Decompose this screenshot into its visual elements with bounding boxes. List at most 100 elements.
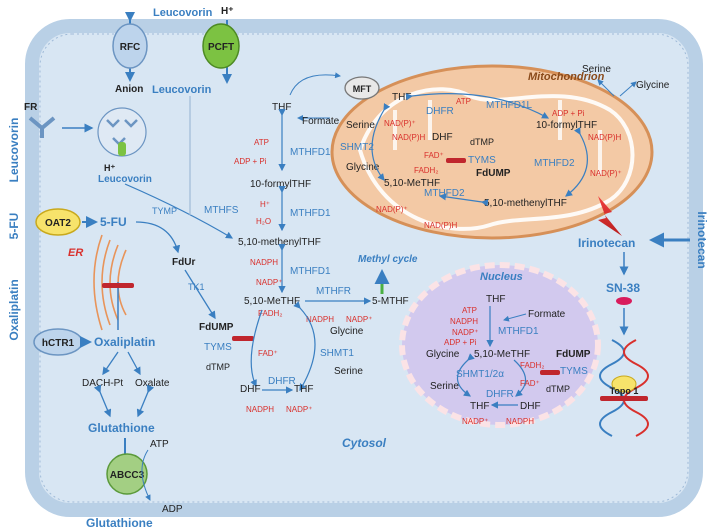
nuc-shmt-arrow	[456, 353, 475, 397]
leucovorin-to-methenyl-arrow	[124, 183, 234, 239]
anion-label: Anion	[115, 84, 143, 95]
mito-nadph3: NAD(P)H	[424, 221, 458, 230]
nuc-glycine: Glycine	[426, 349, 460, 360]
cyt-fadh2: FADH₂	[258, 309, 282, 318]
cyt-serine: Serine	[334, 366, 363, 377]
mft-transporter[interactable]	[344, 76, 380, 100]
mito-methenylthf: 5,10-methenylTHF	[484, 198, 567, 209]
mito-methf: 5,10-MeTHF	[384, 178, 440, 189]
mito-glycine-out-arrow	[619, 81, 637, 97]
cyt-nadph2: NADPH	[306, 315, 334, 324]
mft-arrow	[289, 72, 341, 96]
mito-formyl-methenyl-arrow	[565, 127, 588, 197]
nuc-fad: FAD⁺	[520, 379, 540, 388]
leucovorin-side-label: Leucovorin	[7, 118, 21, 183]
mito-shmt2-arrow	[371, 103, 391, 181]
mito-methenyl-methf-arrow	[438, 193, 489, 207]
mito-mthfd2b: MTHFD2	[534, 158, 575, 169]
mito-atp: ATP	[456, 97, 471, 106]
mito-shmt2: SHMT2	[340, 142, 374, 153]
abcc3-label: ABCC3	[110, 470, 145, 481]
cytosol-label: Cytosol	[342, 436, 387, 450]
cyt-nadph3: NADPH	[246, 405, 274, 414]
cyt-thf: THF	[272, 102, 291, 113]
cyt-methf: 5,10-MeTHF	[244, 296, 300, 307]
abcc3-adp-label: ADP	[162, 504, 183, 515]
abcc3-transporter[interactable]	[106, 453, 148, 495]
nuc-mthfd1: MTHFD1	[498, 326, 539, 337]
mito-fad: FAD⁺	[424, 151, 444, 160]
cyt-dhf: DHF	[240, 384, 261, 395]
dna-helix-icon	[599, 339, 649, 437]
mito-glycine-out: Glycine	[636, 80, 670, 91]
nucleus	[399, 262, 601, 428]
cyt-adp-pi: ADP + Pi	[234, 157, 267, 166]
cyt-h-plus: H⁺	[260, 200, 270, 209]
dachpt-to-gsh-arrow	[93, 384, 112, 418]
mito-dhf: DHF	[432, 132, 453, 143]
cyt-mthfd1-c: MTHFD1	[290, 266, 331, 277]
mito-thf: THF	[392, 92, 411, 103]
nuc-dhf: DHF	[520, 401, 541, 412]
cyt-thf2: THF	[294, 384, 313, 395]
cyt-h2o: H₂O	[256, 217, 271, 226]
mft-label: MFT	[353, 84, 372, 94]
oat2-transporter[interactable]	[35, 208, 81, 236]
leucovorin-top-label: Leucovorin	[153, 7, 213, 19]
irinotecan-side-label: Irinotecan	[695, 211, 709, 268]
pcft-transporter[interactable]	[202, 23, 240, 69]
cyt-tyms-arrow	[250, 309, 263, 388]
dachpt-label: DACH-Pt	[82, 378, 123, 389]
mito-serine-out: Serine	[582, 64, 611, 75]
mito-tyms-inhibition-bar	[446, 158, 466, 163]
tymp-label: TYMP	[152, 206, 177, 216]
nuc-adp-pi: ADP + Pi	[444, 338, 477, 347]
oxa-to-dachpt-arrow	[102, 351, 119, 376]
mito-dhfr: DHFR	[426, 106, 454, 117]
rfc-transporter[interactable]	[112, 23, 148, 69]
sn38-molecule-icon	[616, 297, 632, 305]
nuc-dhfr: DHFR	[486, 389, 514, 400]
nuc-atp: ATP	[462, 306, 477, 315]
topo1-inhibition-bar	[600, 396, 648, 401]
abcc3-atp-arrow	[141, 449, 151, 501]
topo1-enzyme-icon	[611, 375, 637, 393]
mito-thf-formyl-arrow	[405, 93, 550, 119]
oxaliplatin-in-label: Oxaliplatin	[94, 335, 155, 349]
nuc-dtmp: dTMP	[546, 384, 570, 394]
oxaliplatin-side-label: Oxaliplatin	[7, 279, 21, 340]
mthfs-label: MTHFS	[204, 205, 239, 216]
oxa-to-oxalate-arrow	[127, 351, 141, 376]
er-label: ER	[68, 247, 83, 259]
fr-label: FR	[24, 102, 38, 113]
topo1-label: Topo 1	[610, 386, 639, 396]
mito-serine: Serine	[346, 120, 375, 131]
nuc-fdump: FdUMP	[556, 349, 591, 360]
mito-glycine: Glycine	[346, 162, 380, 173]
mito-nadph: NAD(P)H	[392, 133, 426, 142]
cyt-dtmp: dTMP	[206, 362, 230, 372]
fu-in-label: 5-FU	[100, 215, 127, 229]
nuc-methf: 5,10-MeTHF	[474, 349, 530, 360]
mito-dtmp: dTMP	[470, 137, 494, 147]
leucovorin-in-label: Leucovorin	[152, 84, 212, 96]
oxalate-label: Oxalate	[135, 378, 170, 389]
mito-nadpp3: NAD(P)⁺	[376, 205, 408, 214]
mitochondrion-label: Mitochondrion	[528, 71, 605, 83]
cyt-formate: Formate	[302, 116, 340, 127]
mito-nadpp: NAD(P)⁺	[384, 119, 416, 128]
irinotecan-in-label: Irinotecan	[578, 236, 635, 250]
nucleus-label: Nucleus	[480, 271, 523, 283]
cyt-nadph: NADPH	[250, 258, 278, 267]
mito-formylthf: 10-formylTHF	[536, 120, 597, 131]
cell-membrane-inner-line	[39, 33, 689, 503]
cyt-methenylthf: 5,10-methenylTHF	[238, 237, 321, 248]
cyt-shmt1: SHMT1	[320, 348, 354, 359]
nuc-tyms: TYMS	[560, 366, 588, 377]
fu-to-fdur-arrow	[135, 221, 181, 254]
fr-receptor-icon	[28, 116, 56, 138]
nuc-nadp2: NADP⁺	[462, 417, 488, 426]
abcc3-atp-label: ATP	[150, 439, 169, 450]
cyt-mthfd1-b: MTHFD1	[290, 208, 331, 219]
